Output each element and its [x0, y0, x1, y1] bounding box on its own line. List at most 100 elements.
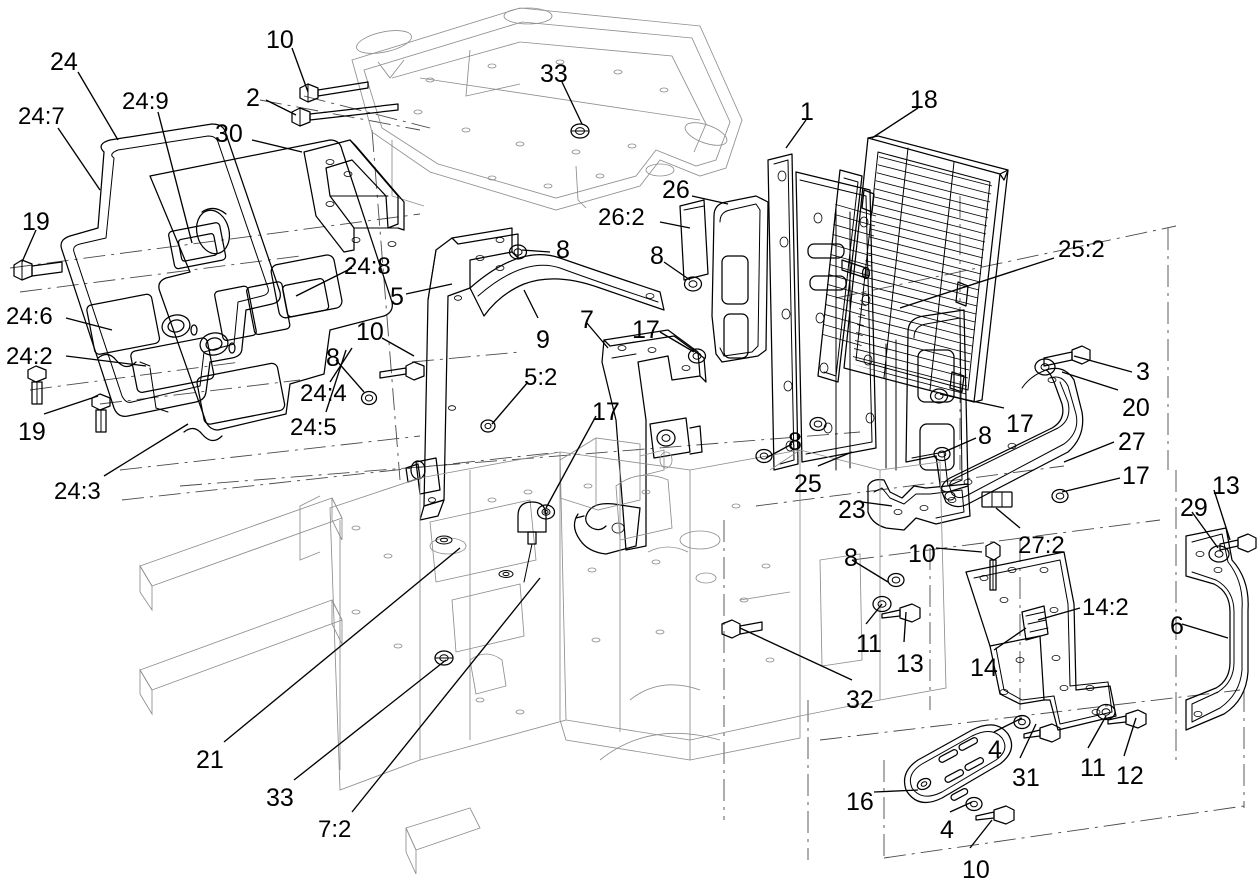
callout-26-2: 26:2 [598, 204, 645, 231]
callout-27-2: 27:2 [1018, 532, 1065, 559]
callout-8: 8 [556, 236, 570, 264]
leader-line [871, 107, 919, 139]
fastener-32 [721, 619, 763, 639]
callout-2: 2 [246, 84, 260, 112]
callout-6: 6 [1170, 612, 1184, 640]
leader-line [295, 267, 353, 297]
leader-line [663, 261, 691, 281]
leader-line [251, 139, 303, 153]
callout-11: 11 [856, 630, 882, 658]
fastener-10-top [299, 81, 369, 103]
leader-line [561, 81, 583, 125]
leader-line [873, 789, 919, 793]
leader-line [865, 603, 883, 625]
leader-line [21, 229, 37, 263]
leader-line [765, 443, 793, 459]
leader-line [65, 317, 113, 331]
callout-24-7: 24:7 [18, 103, 65, 130]
callout-8: 8 [650, 242, 664, 270]
callout-17: 17 [1006, 410, 1034, 438]
fastener-12 [1107, 709, 1147, 729]
leader-line [545, 415, 597, 509]
leader-line [851, 559, 889, 583]
chassis-frame-phantom [139, 437, 947, 875]
leader-line [103, 423, 189, 477]
leader-line [785, 119, 807, 149]
callout-7: 7 [580, 306, 594, 334]
leader-line [1213, 489, 1231, 541]
callout-17: 17 [1122, 462, 1150, 490]
fastener-8-d [755, 448, 773, 464]
fastener-33-top [570, 123, 590, 139]
callout-8: 8 [326, 344, 340, 372]
fastener-11-b [1096, 703, 1116, 721]
leader-line [381, 337, 415, 357]
leader-line [265, 99, 297, 116]
fastener-10-b [379, 361, 425, 381]
fastener-8-g [809, 416, 827, 432]
fastener-8-f [887, 572, 905, 588]
leader-line [1037, 607, 1081, 621]
callout-21: 21 [196, 746, 224, 774]
part-14-bracket [965, 551, 1117, 731]
fasteners [13, 81, 1257, 825]
leader-line [739, 627, 853, 681]
callout-18: 18 [910, 86, 938, 114]
part-26-cover-plate [679, 195, 769, 363]
leader-line [405, 283, 453, 295]
callout-24-2: 24:2 [6, 343, 53, 370]
fastener-3 [1043, 345, 1091, 367]
callout-12: 12 [1116, 762, 1144, 790]
leader-line [659, 331, 695, 353]
callout-13: 13 [896, 650, 924, 678]
leader-line [1181, 623, 1229, 639]
callout-17: 17 [592, 398, 620, 426]
callout-25-2: 25:2 [1058, 236, 1105, 263]
callout-19: 19 [22, 208, 50, 236]
leader-line [521, 249, 551, 253]
fastener-19-b [27, 365, 47, 405]
callout-14-2: 14:2 [1082, 594, 1129, 621]
fastener-4-a [1013, 714, 1031, 730]
fastener-8-b [683, 276, 703, 292]
fastener-10-d [975, 805, 1015, 825]
leader-line [57, 127, 101, 191]
callout-33: 33 [266, 784, 294, 812]
leader-line [903, 611, 907, 643]
leader-line [523, 289, 539, 319]
fastener-21-cap [517, 501, 547, 583]
fastener-20 [1034, 358, 1056, 376]
fastener-17-d [1051, 488, 1069, 504]
callout-31: 31 [1012, 764, 1040, 792]
callout-7-2: 7:2 [318, 816, 352, 843]
callout-9: 9 [536, 326, 550, 354]
callout-24-3: 24:3 [54, 478, 101, 505]
callout-10: 10 [356, 318, 384, 346]
callout-10: 10 [908, 540, 936, 568]
callout-5: 5 [390, 283, 404, 311]
leader-line [993, 627, 1027, 651]
fastener-11-a [872, 595, 892, 613]
leader-line [943, 437, 977, 453]
callout-24-8: 24:8 [344, 253, 391, 280]
leader-line [1087, 715, 1107, 749]
callout-8: 8 [978, 422, 992, 450]
fastener-31 [1023, 723, 1061, 743]
callout-30: 30 [215, 120, 243, 148]
callout-16: 16 [846, 788, 874, 816]
fastener-2 [291, 103, 399, 127]
fastener-17-b [929, 388, 949, 404]
leader-line [491, 381, 529, 425]
fastener-17-a [687, 348, 707, 364]
fastener-13-a [881, 603, 921, 623]
part-5-rops-bar-left [405, 227, 665, 521]
fastener-13-b [1219, 533, 1257, 553]
leader-line [65, 355, 147, 367]
callout-8: 8 [788, 428, 802, 456]
part-25-shield-panel [885, 309, 969, 493]
callout-24: 24 [50, 48, 78, 76]
leader-line [157, 111, 193, 244]
callout-8: 8 [844, 544, 858, 572]
